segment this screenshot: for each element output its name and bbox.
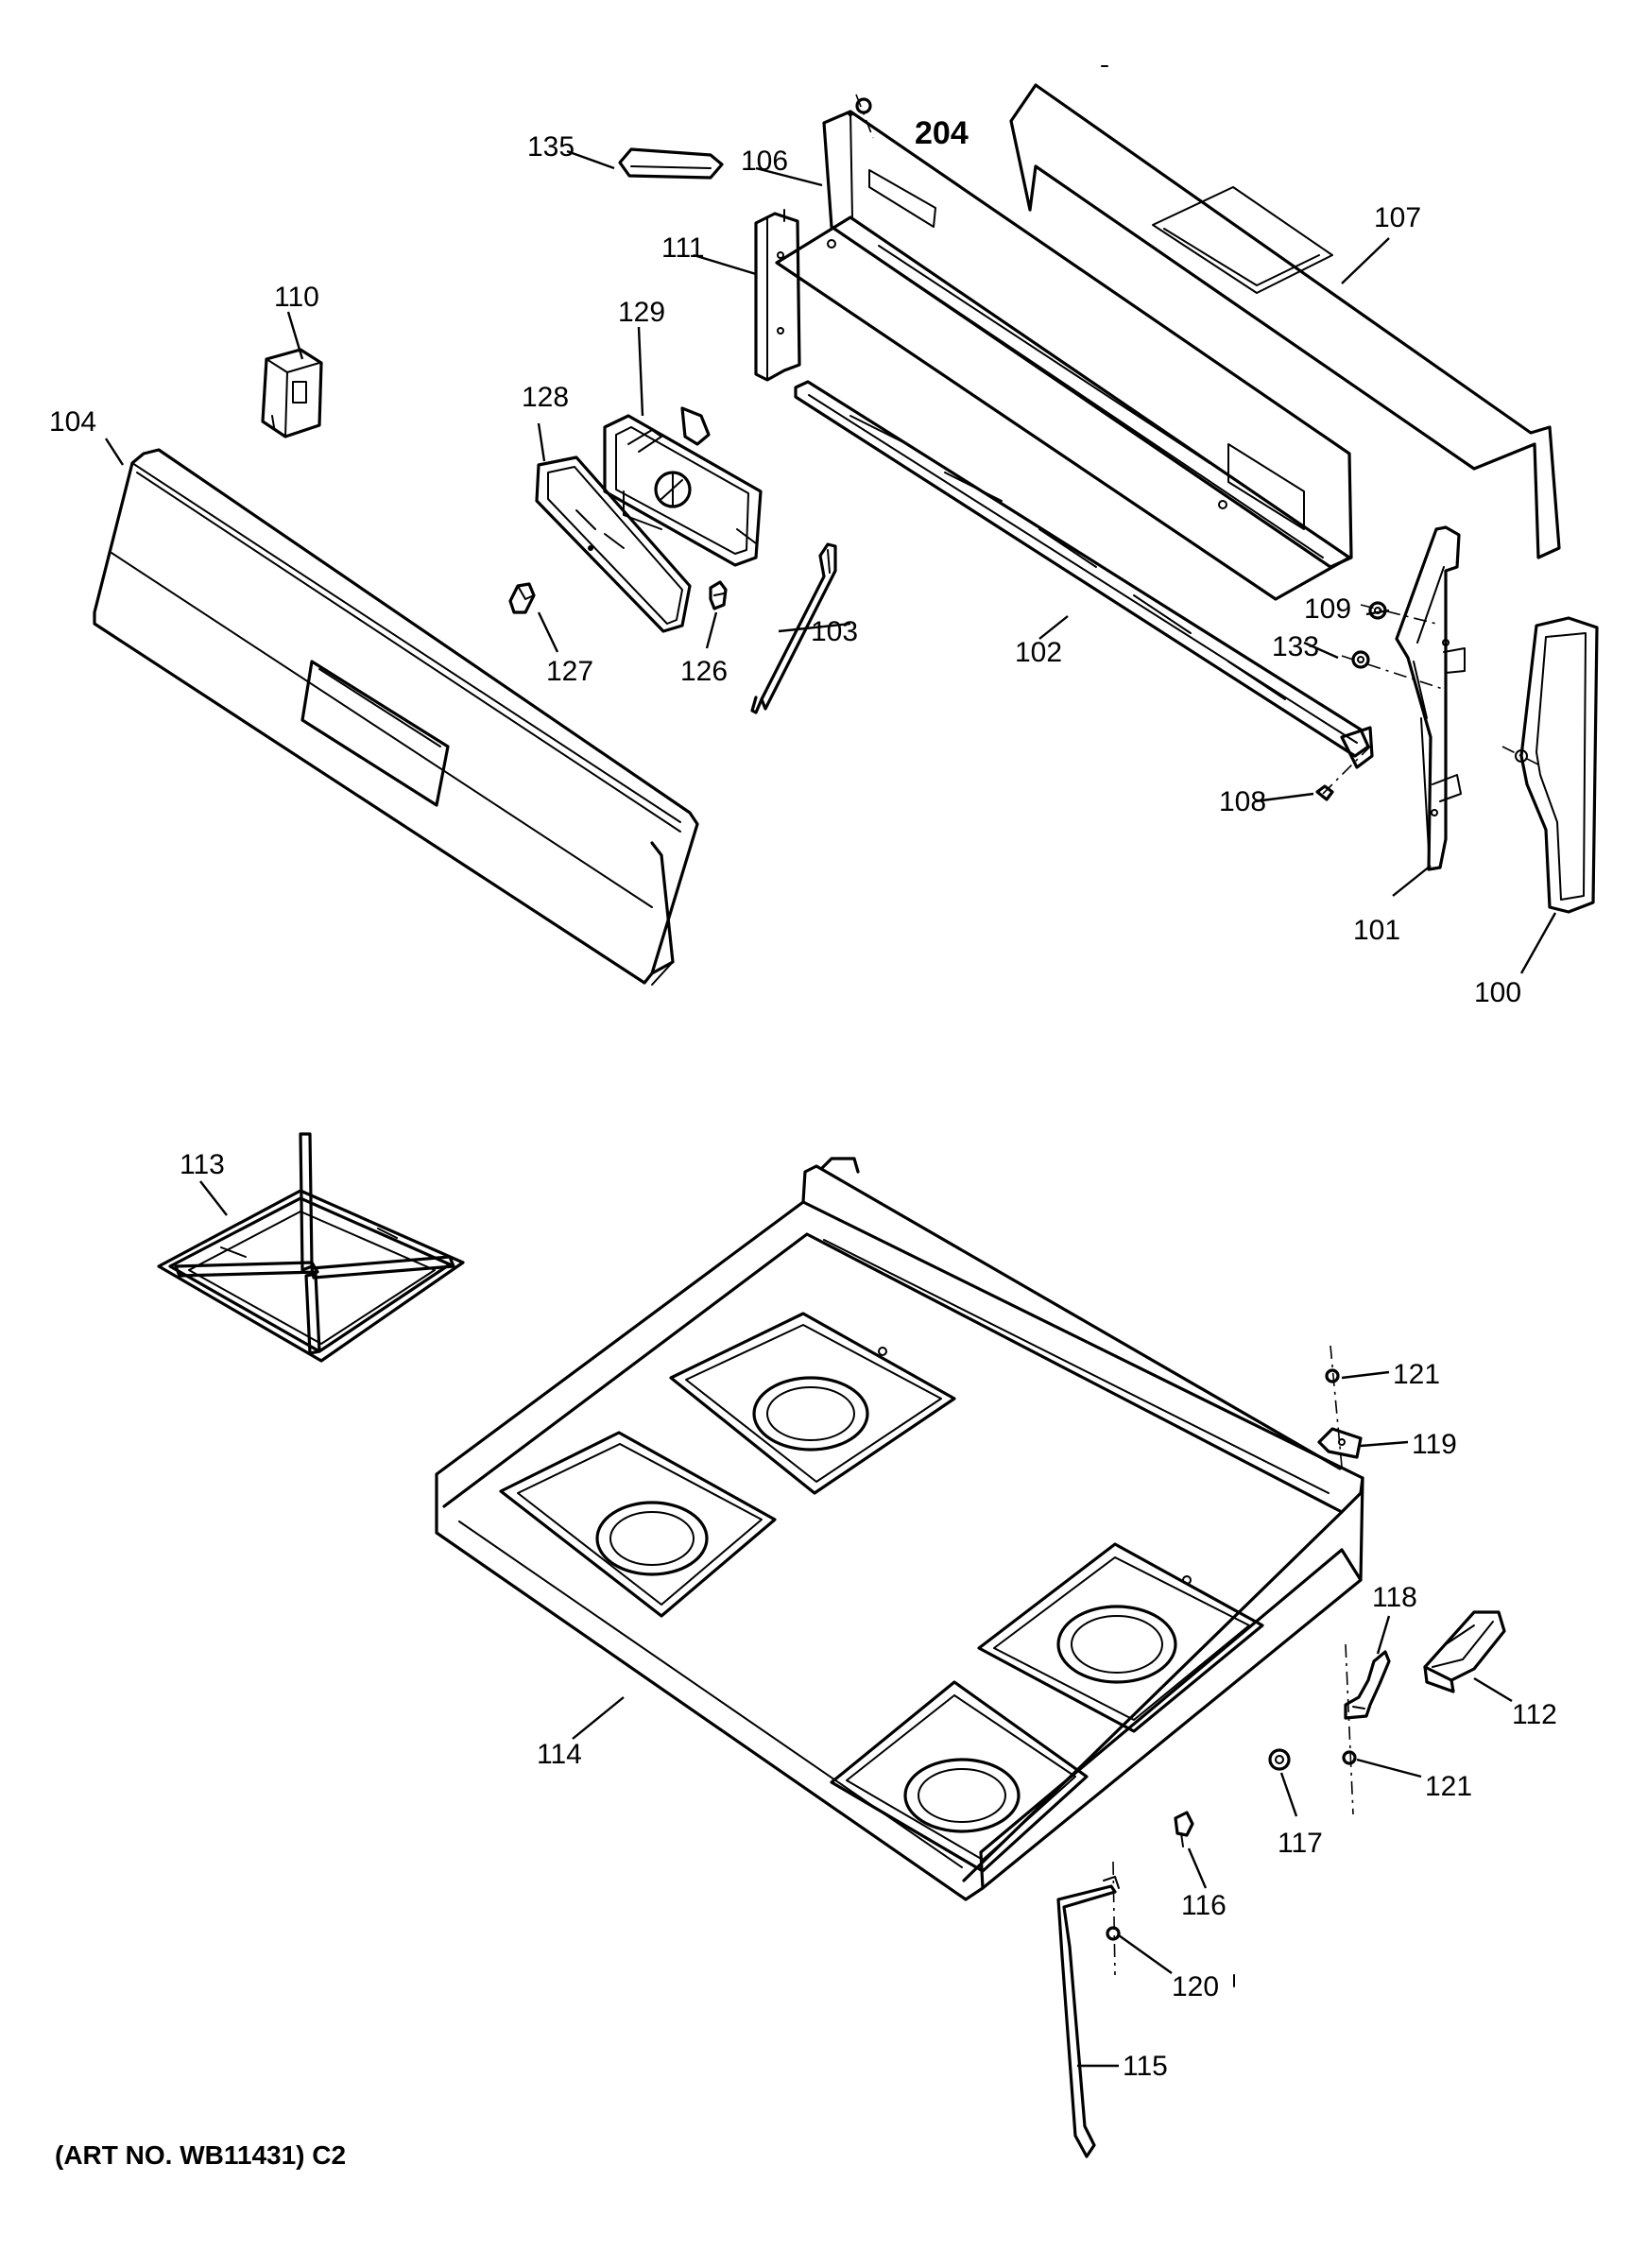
callout-110: 110 xyxy=(274,282,319,313)
callout-115: 115 xyxy=(1123,2051,1168,2082)
hinge-112 xyxy=(1423,1610,1506,1693)
callout-labels: 135 106 204 107 111 110 129 128 104 127 … xyxy=(49,115,1557,2082)
spring-118 xyxy=(1342,1643,1391,1815)
callout-114: 114 xyxy=(537,1739,582,1770)
callout-127: 127 xyxy=(546,656,593,687)
callout-120: 120 xyxy=(1172,1971,1219,2002)
callout-113: 113 xyxy=(180,1149,225,1180)
side-bracket xyxy=(754,209,801,382)
callout-128: 128 xyxy=(522,382,569,413)
stray-mark xyxy=(1101,65,1235,1987)
trim-clip xyxy=(618,147,724,180)
callout-129: 129 xyxy=(618,297,665,328)
support-rod-115 xyxy=(1056,1861,1121,2158)
callout-107: 107 xyxy=(1374,202,1421,233)
screw-116 xyxy=(1174,1811,1194,1847)
screw-204 xyxy=(855,94,874,139)
hinge-clip-119 xyxy=(1317,1345,1363,1468)
callout-126: 126 xyxy=(680,656,728,687)
callout-100: 100 xyxy=(1474,977,1521,1008)
callout-111: 111 xyxy=(661,232,705,264)
clock-timer xyxy=(603,406,763,567)
callout-118: 118 xyxy=(1372,1582,1417,1613)
clock-glass xyxy=(535,455,692,633)
callout-119: 119 xyxy=(1412,1429,1457,1460)
back-cover xyxy=(1009,83,1561,559)
callout-102: 102 xyxy=(1015,637,1062,668)
lamp-clip xyxy=(709,580,728,610)
callout-109: 109 xyxy=(1304,593,1351,625)
callout-133: 133 xyxy=(1272,631,1319,662)
callout-117: 117 xyxy=(1278,1828,1323,1859)
timer-knob xyxy=(508,582,536,614)
callout-106: 106 xyxy=(741,146,788,177)
callout-204: 204 xyxy=(915,115,969,151)
callout-103: 103 xyxy=(811,616,858,647)
control-panel xyxy=(93,448,699,986)
support-bracket xyxy=(750,542,837,714)
backsplash-box xyxy=(775,110,1353,601)
end-cap-100 xyxy=(1515,616,1599,914)
callout-101: 101 xyxy=(1353,915,1400,946)
nut-117 xyxy=(1268,1748,1291,1771)
relay-module xyxy=(261,348,323,438)
callout-108: 108 xyxy=(1219,786,1266,817)
callout-116: 116 xyxy=(1181,1890,1227,1921)
cooktop xyxy=(435,1157,1364,1901)
vent-trim xyxy=(794,380,1374,769)
callout-121-top: 121 xyxy=(1393,1359,1440,1390)
callout-135: 135 xyxy=(527,131,575,163)
callout-104: 104 xyxy=(49,406,96,438)
art-number-caption: (ART NO. WB11431) C2 xyxy=(55,2140,346,2170)
callout-121-bottom: 121 xyxy=(1425,1771,1472,1802)
callout-112: 112 xyxy=(1512,1699,1557,1730)
end-bracket-101 xyxy=(1395,525,1466,871)
leader-lines xyxy=(104,149,1557,2068)
burner-grate xyxy=(157,1132,465,1363)
